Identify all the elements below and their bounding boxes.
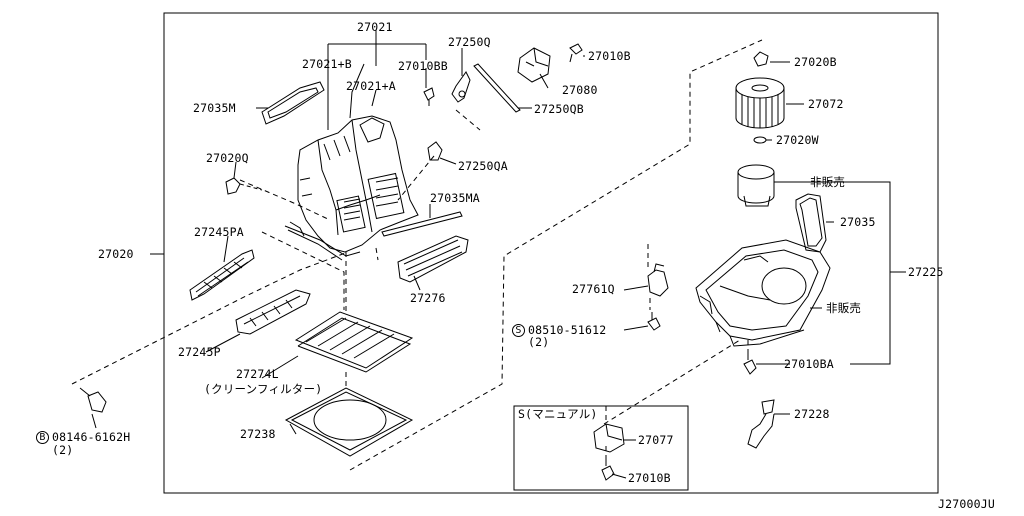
actuator-27080-drawing xyxy=(517,47,551,83)
label-27250q: 27250Q xyxy=(448,35,491,49)
label-27010b-box: 27010B xyxy=(628,471,671,485)
part-27761q-drawing xyxy=(647,263,669,297)
label-27274l-note: (クリーンフィルター) xyxy=(204,382,323,396)
motor-drawing xyxy=(737,164,775,207)
fan-27072-drawing xyxy=(735,77,785,129)
label-screw-08510-51612: 08510-51612 xyxy=(528,323,607,337)
label-27276: 27276 xyxy=(410,291,446,305)
screw-27010ba-drawing xyxy=(743,352,757,375)
label-27250qb: 27250QB xyxy=(534,102,584,116)
diagram-code: J27000JU xyxy=(938,497,995,511)
label-27021-b: 27021+B xyxy=(302,57,352,71)
gasket-27035m-drawing xyxy=(261,81,325,125)
label-27225: 27225 xyxy=(908,265,944,279)
label-27077: 27077 xyxy=(638,433,674,447)
label-27274l: 27274L xyxy=(236,367,279,381)
hose-27228-drawing xyxy=(747,399,775,449)
label-27021: 27021 xyxy=(357,20,393,34)
label-bolt-qty: (2) xyxy=(52,443,74,457)
label-27020b: 27020B xyxy=(794,55,837,69)
screw-08510-drawing xyxy=(647,312,661,331)
screw-27010b-box-drawing xyxy=(601,460,615,481)
label-27020q: 27020Q xyxy=(206,151,249,165)
label-27020: 27020 xyxy=(98,247,134,261)
gasket-27035-drawing xyxy=(795,193,827,253)
filter-27274l-drawing xyxy=(294,311,414,373)
label-27020w: 27020W xyxy=(776,133,819,147)
label-bolt-08146-6162h: 08146-6162H xyxy=(52,430,131,444)
label-27010ba: 27010BA xyxy=(784,357,834,371)
assembly-dashed-lines-right xyxy=(603,244,749,460)
heater-case-drawing xyxy=(284,115,419,261)
diagram-frame xyxy=(163,12,939,494)
rod-27250qb-drawing xyxy=(473,63,521,113)
frame-27238-drawing xyxy=(284,387,414,457)
label-27245pa: 27245PA xyxy=(194,225,244,239)
label-27250qa: 27250QA xyxy=(458,159,508,173)
grille-27245pa-drawing xyxy=(189,249,255,301)
part-27020q-drawing xyxy=(225,177,263,195)
label-27035: 27035 xyxy=(840,215,876,229)
strip-27035ma-drawing xyxy=(381,211,463,237)
screw-27010bb-drawing xyxy=(423,87,435,106)
label-not-sold-housing: 非販売 xyxy=(826,301,862,315)
part-27077-drawing xyxy=(593,423,625,453)
part-27250q-drawing xyxy=(451,71,471,103)
label-27035ma: 27035MA xyxy=(430,191,480,205)
grille-27245p-drawing xyxy=(235,289,311,335)
circled-s-badge: S xyxy=(512,324,525,337)
label-27228: 27228 xyxy=(794,407,830,421)
bolt-08146-drawing xyxy=(79,387,107,413)
label-27761q: 27761Q xyxy=(572,282,615,296)
label-27245p: 27245P xyxy=(178,345,221,359)
blower-housing-drawing xyxy=(695,239,831,347)
nut-27020b-drawing xyxy=(753,51,769,67)
assembly-dashed-lines-left xyxy=(71,109,481,390)
leader-lines xyxy=(91,30,906,479)
screw-27010b-top-drawing xyxy=(569,43,583,63)
label-screw-qty: (2) xyxy=(528,335,550,349)
circled-b-badge: B xyxy=(36,431,49,444)
label-27238: 27238 xyxy=(240,427,276,441)
label-27010b-top: 27010B xyxy=(588,49,631,63)
assembly-dashed-line-center xyxy=(349,39,763,471)
label-27021-a: 27021+A xyxy=(346,79,396,93)
label-manual-box-title: S(マニュアル) xyxy=(518,407,598,421)
label-27072: 27072 xyxy=(808,97,844,111)
label-27080: 27080 xyxy=(562,83,598,97)
part-27250qa-drawing xyxy=(427,141,443,161)
duct-27276-drawing xyxy=(397,235,469,283)
label-not-sold-motor: 非販売 xyxy=(810,175,846,189)
manual-variant-box xyxy=(513,405,689,491)
label-27035m: 27035M xyxy=(193,101,236,115)
washer-27020w-drawing xyxy=(753,136,767,144)
label-27010bb: 27010BB xyxy=(398,59,448,73)
